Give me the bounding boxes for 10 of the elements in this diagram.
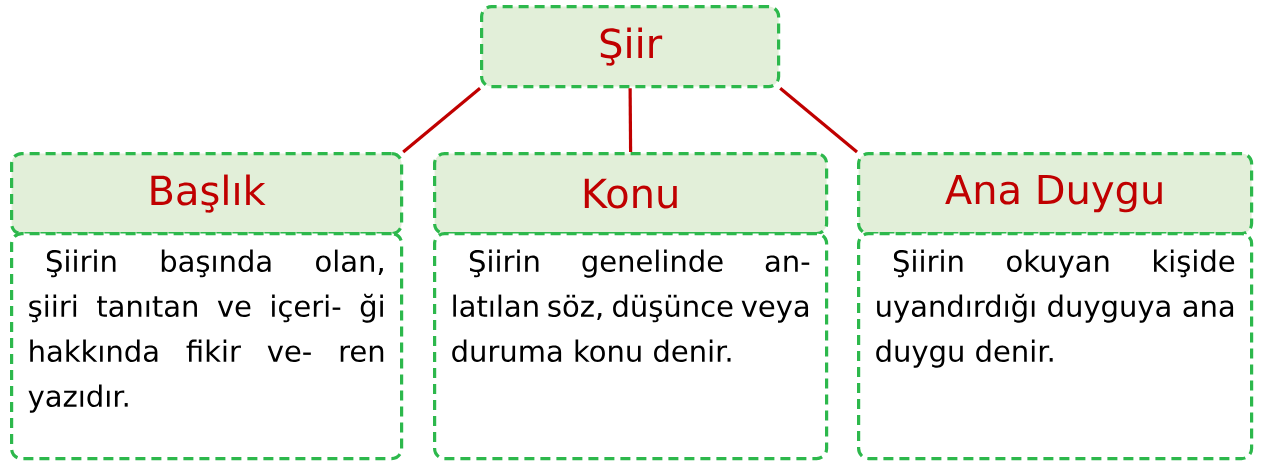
text-box: Şiirin başında olan, şiiri tanıtan ve içeri- ği hakkında fikir ve- ren yazıdır. xyxy=(10,232,404,461)
text-box: Şiirin genelinde an- latılan söz, düşünce veya duruma konu denir. xyxy=(433,232,829,461)
heading-box: Ana Duygu xyxy=(857,152,1254,236)
heading-box: Konu xyxy=(433,152,829,236)
connector-line xyxy=(402,86,482,154)
heading-box: Şiir xyxy=(480,5,781,89)
connector-line xyxy=(628,88,633,152)
connector-line xyxy=(779,86,859,154)
heading-box: Başlık xyxy=(10,152,404,236)
text-box: Şiirin okuyan kişide uyandırdığı duyguya ana duygu denir. xyxy=(857,232,1254,461)
